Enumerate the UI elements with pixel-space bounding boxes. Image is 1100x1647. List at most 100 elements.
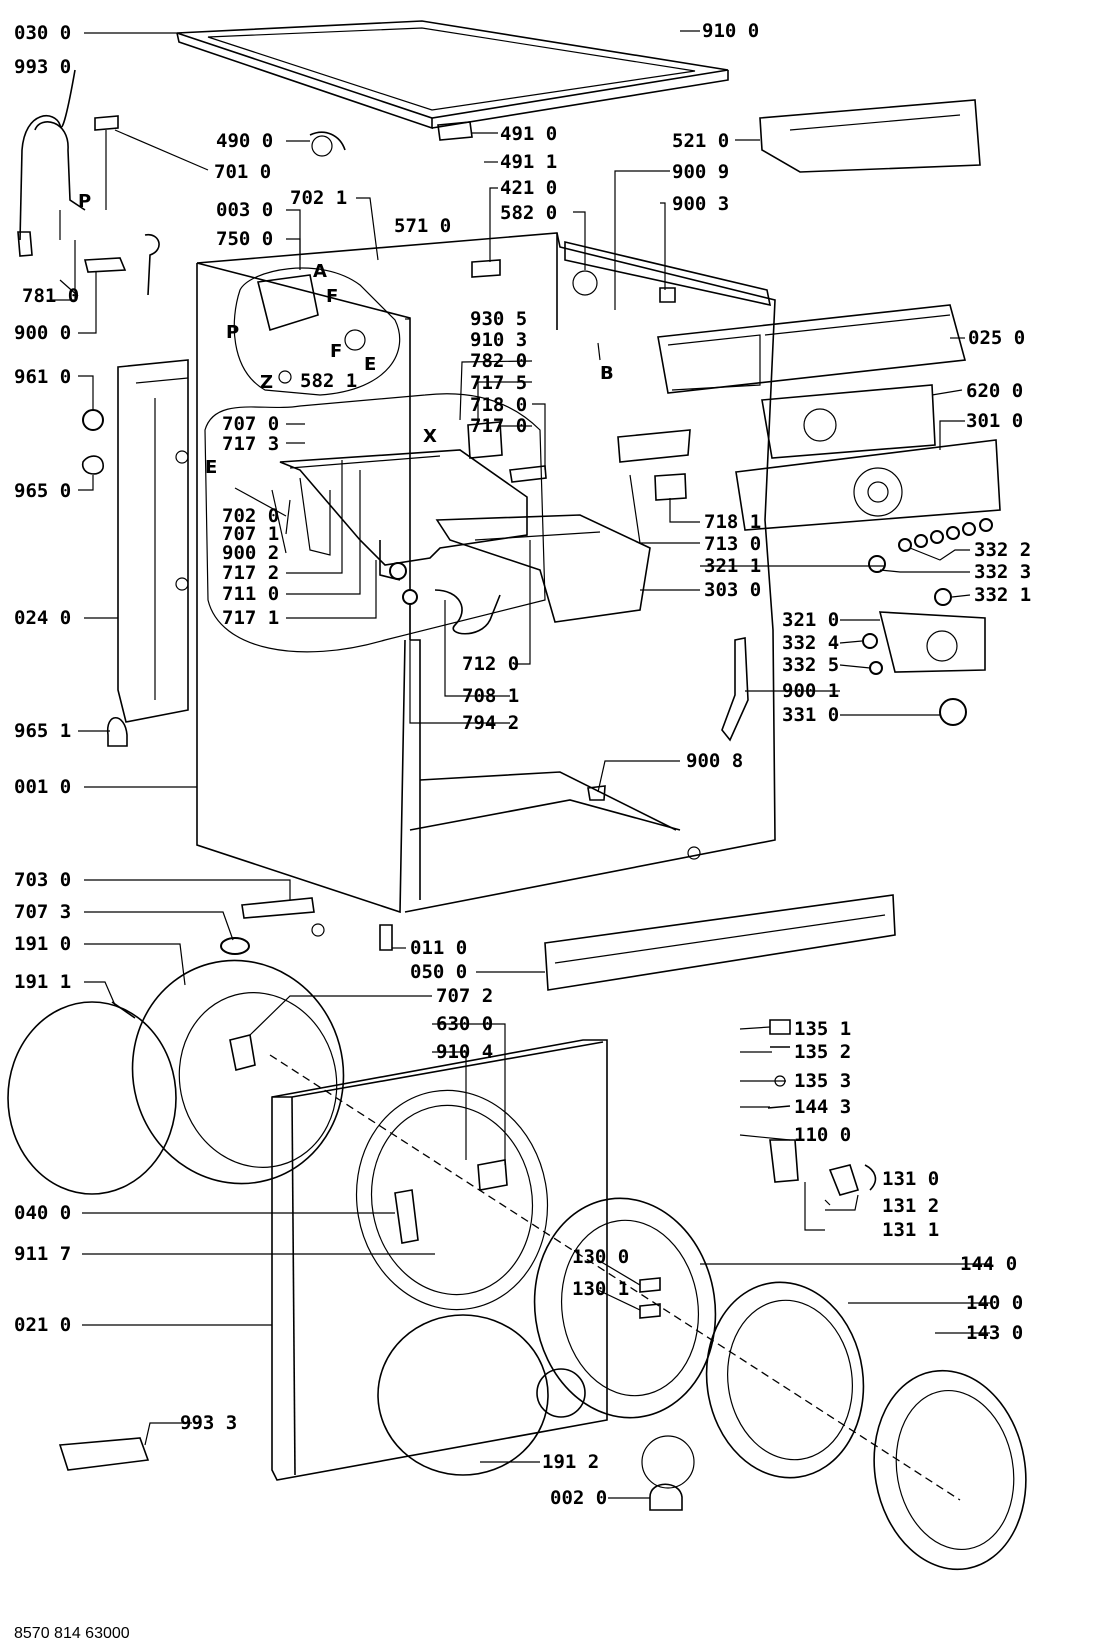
side-panel xyxy=(117,359,189,723)
part-750-0: 750 0 xyxy=(216,228,273,250)
top-lid xyxy=(176,20,729,130)
part-707-2: 707 2 xyxy=(436,985,493,1007)
part-711-0: 711 0 xyxy=(222,583,279,605)
part-910-0: 910 0 xyxy=(702,20,759,42)
part-321-1: 321 1 xyxy=(704,555,761,577)
part-794-2: 794 2 xyxy=(462,712,519,734)
letter-e-upper: E xyxy=(364,354,376,375)
part-571-0: 571 0 xyxy=(394,215,451,237)
part-024-0: 024 0 xyxy=(14,607,71,629)
part-900-3: 900 3 xyxy=(672,193,729,215)
footer-code: 8570 814 63000 xyxy=(14,1625,130,1642)
part-717-1: 717 1 xyxy=(222,607,279,629)
part-135-2: 135 2 xyxy=(794,1041,851,1063)
valve-outline xyxy=(233,267,401,396)
part-630-0: 630 0 xyxy=(436,1013,493,1035)
part-135-3: 135 3 xyxy=(794,1070,851,1092)
part-191-1: 191 1 xyxy=(14,971,71,993)
part-961-0: 961 0 xyxy=(14,366,71,388)
part-030-0: 030 0 xyxy=(14,22,71,44)
part-717-3: 717 3 xyxy=(222,433,279,455)
part-331-0: 331 0 xyxy=(782,704,839,726)
letter-e-lower: E xyxy=(205,457,217,478)
part-900-1: 900 1 xyxy=(782,680,839,702)
part-321-0: 321 0 xyxy=(782,609,839,631)
letter-p-upper: P xyxy=(78,191,91,212)
assembly-outline xyxy=(204,393,546,653)
part-781-0: 781 0 xyxy=(22,285,79,307)
letter-p-lower: P xyxy=(226,322,239,343)
part-717-2: 717 2 xyxy=(222,562,279,584)
part-620-0: 620 0 xyxy=(966,380,1023,402)
part-labels: 030 0 993 0 910 0 490 0 491 0 491 1 521 … xyxy=(14,20,1031,1509)
part-130-0: 130 0 xyxy=(572,1246,629,1268)
part-002-0: 002 0 xyxy=(550,1487,607,1509)
part-025-0: 025 0 xyxy=(968,327,1025,349)
part-332-2: 332 2 xyxy=(974,539,1031,561)
detergent-dispenser xyxy=(279,449,651,635)
part-707-0: 707 0 xyxy=(222,413,279,435)
part-993-0: 993 0 xyxy=(14,56,71,78)
part-701-0: 701 0 xyxy=(214,161,271,183)
tub-front-ring xyxy=(7,959,345,1195)
kickplate-and-misc xyxy=(58,894,896,1471)
part-910-4: 910 4 xyxy=(436,1041,493,1063)
small-parts xyxy=(82,115,749,801)
part-718-1: 718 1 xyxy=(704,511,761,533)
part-110-0: 110 0 xyxy=(794,1124,851,1146)
part-191-2: 191 2 xyxy=(542,1451,599,1473)
letter-a: A xyxy=(313,261,327,282)
part-131-2: 131 2 xyxy=(882,1195,939,1217)
part-900-0: 900 0 xyxy=(14,322,71,344)
part-712-0: 712 0 xyxy=(462,653,519,675)
letter-b: B xyxy=(600,363,614,384)
part-332-5: 332 5 xyxy=(782,654,839,676)
part-703-0: 703 0 xyxy=(14,869,71,891)
part-021-0: 021 0 xyxy=(14,1314,71,1336)
part-191-0: 191 0 xyxy=(14,933,71,955)
part-131-1: 131 1 xyxy=(882,1219,939,1241)
part-702-0: 702 0 xyxy=(222,505,279,527)
part-301-0: 301 0 xyxy=(966,410,1023,432)
part-965-1: 965 1 xyxy=(14,720,71,742)
part-144-3: 144 3 xyxy=(794,1096,851,1118)
control-modules xyxy=(657,99,1001,726)
part-900-9: 900 9 xyxy=(672,161,729,183)
part-900-2: 900 2 xyxy=(222,542,279,564)
part-332-1: 332 1 xyxy=(974,584,1031,606)
part-717-5: 717 5 xyxy=(470,372,527,394)
letter-f-lower: F xyxy=(330,341,342,362)
part-491-1: 491 1 xyxy=(500,151,557,173)
part-332-3: 332 3 xyxy=(974,561,1031,583)
part-050-0: 050 0 xyxy=(410,961,467,983)
part-707-1: 707 1 xyxy=(222,523,279,545)
connection-letters: A F F P P E E Z B X xyxy=(78,191,614,478)
part-140-0: 140 0 xyxy=(966,1292,1023,1314)
front-panel xyxy=(271,1039,608,1481)
letter-z: Z xyxy=(260,372,273,393)
part-965-0: 965 0 xyxy=(14,480,71,502)
part-993-3: 993 3 xyxy=(180,1412,237,1434)
door-assembly xyxy=(269,1054,1027,1571)
part-001-0: 001 0 xyxy=(14,776,71,798)
hoses xyxy=(17,69,160,301)
part-717-0: 717 0 xyxy=(470,415,527,437)
part-900-8: 900 8 xyxy=(686,750,743,772)
part-040-0: 040 0 xyxy=(14,1202,71,1224)
letter-f-upper: F xyxy=(326,286,338,307)
part-521-0: 521 0 xyxy=(672,130,729,152)
part-003-0: 003 0 xyxy=(216,199,273,221)
part-708-1: 708 1 xyxy=(462,685,519,707)
part-582-0: 582 0 xyxy=(500,202,557,224)
part-911-7: 911 7 xyxy=(14,1243,71,1265)
letter-x: X xyxy=(423,426,437,447)
part-491-0: 491 0 xyxy=(500,123,557,145)
part-131-0: 131 0 xyxy=(882,1168,939,1190)
part-332-4: 332 4 xyxy=(782,632,839,654)
part-303-0: 303 0 xyxy=(704,579,761,601)
part-490-0: 490 0 xyxy=(216,130,273,152)
part-011-0: 011 0 xyxy=(410,937,467,959)
leader-lines xyxy=(59,30,990,1499)
